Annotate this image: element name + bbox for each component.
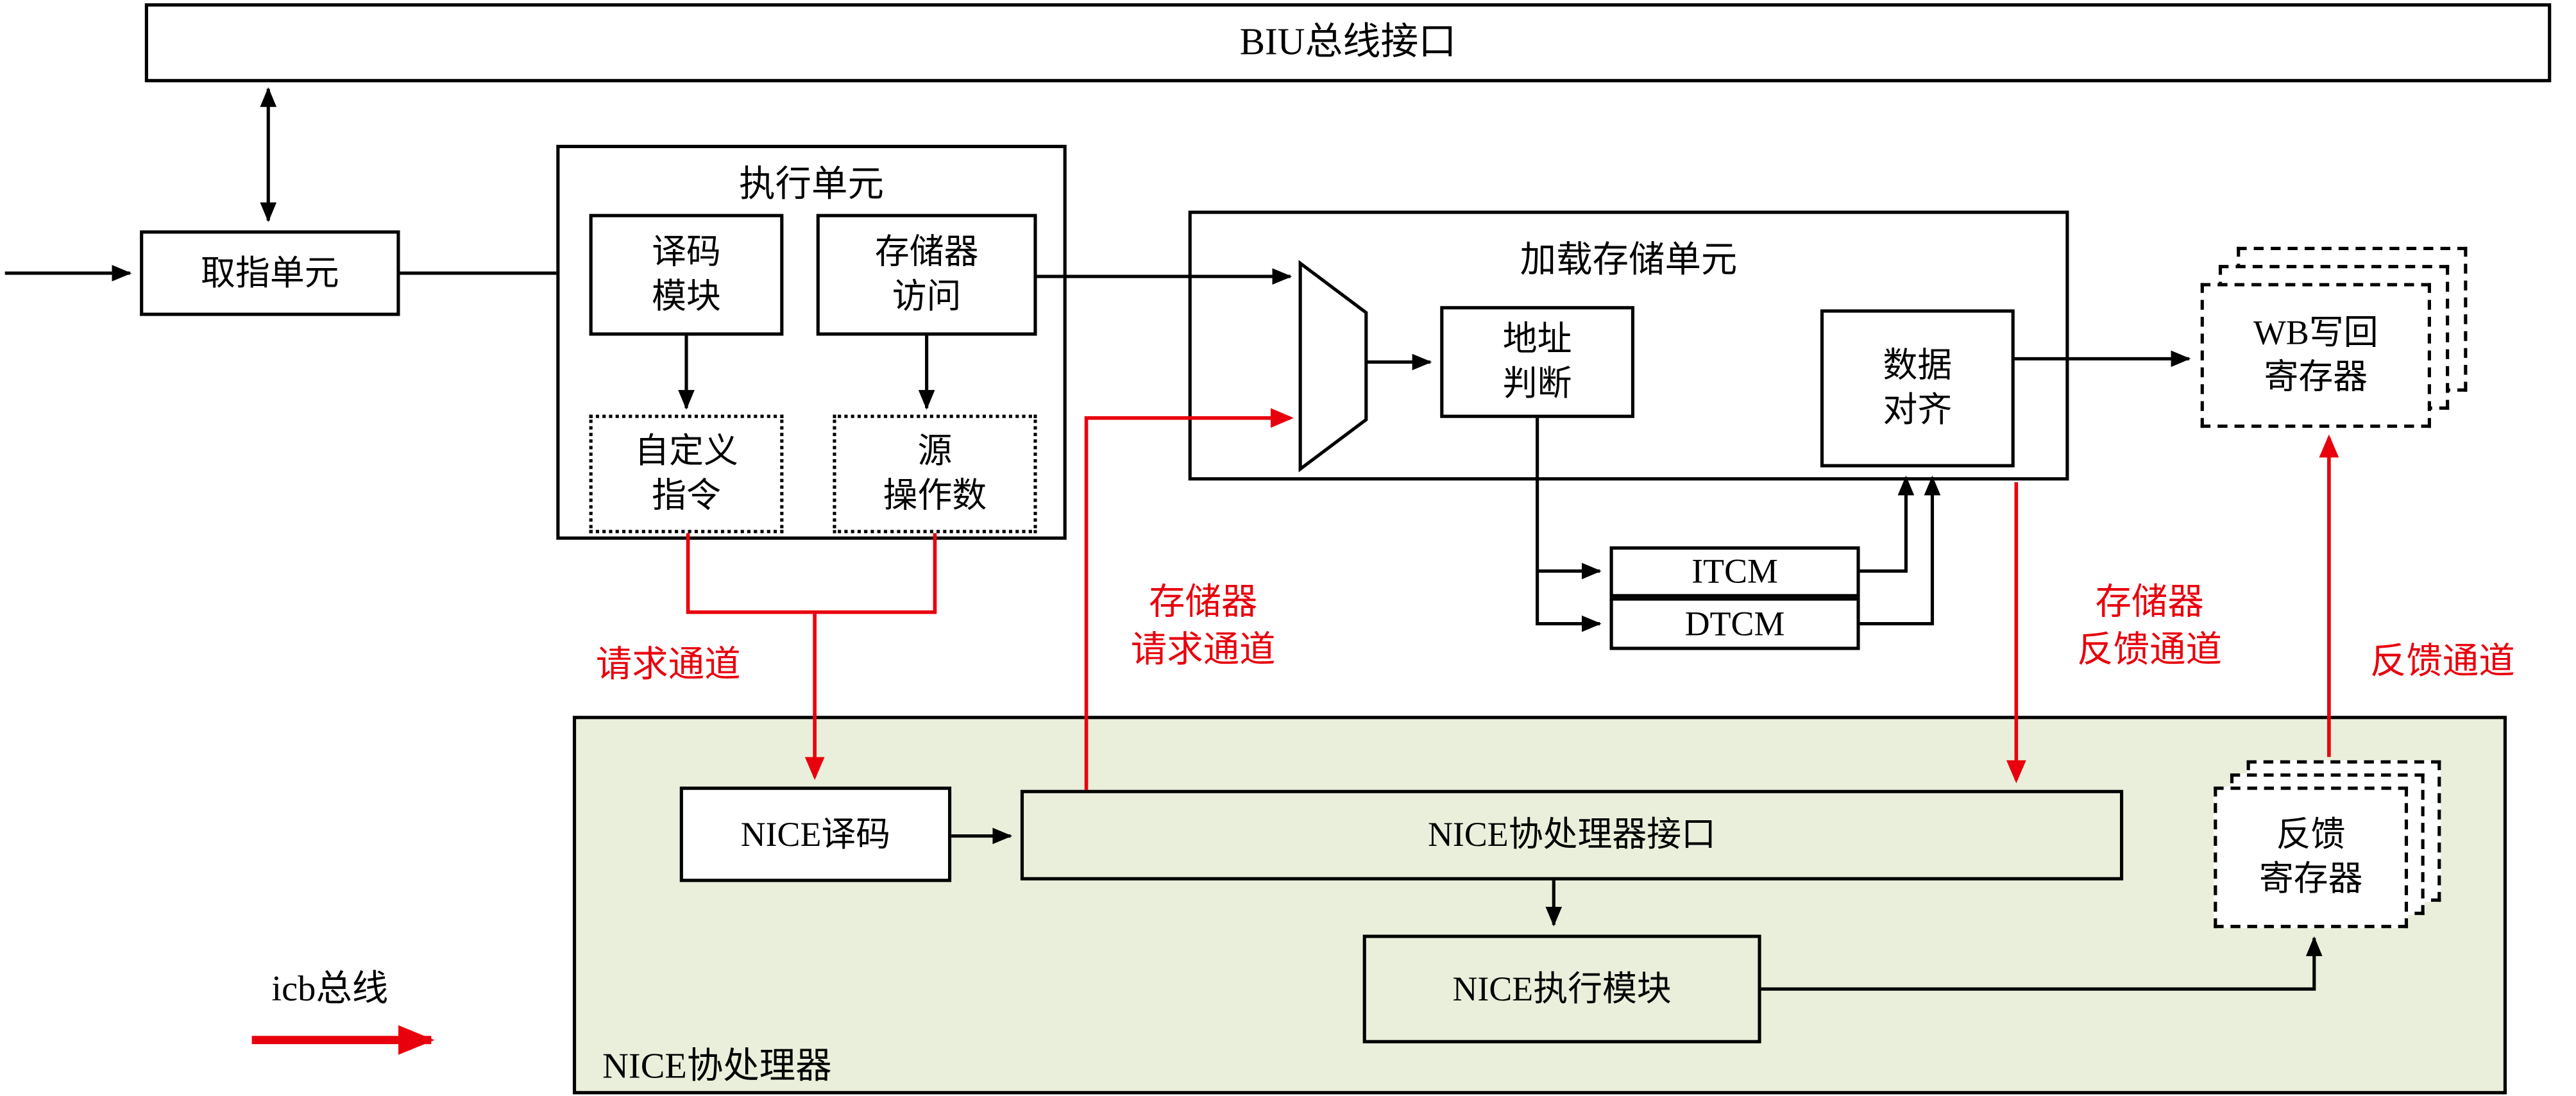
fetch-unit-box: 取指单元	[140, 230, 400, 316]
custom-instruction-box: 自定义 指令	[589, 414, 784, 534]
nice-decode-box: NICE译码	[679, 786, 952, 882]
decode-module-box: 译码 模块	[589, 214, 784, 336]
itcm-box: ITCM	[1609, 546, 1860, 598]
wb-register-box: WB写回 寄存器	[2200, 283, 2431, 428]
nice-coprocessor-region	[572, 716, 2507, 1095]
data-align-box: 数据 对齐	[1820, 309, 2015, 468]
lsu-title: 加载存储单元	[1520, 239, 1738, 280]
nice-exec-module-box: NICE执行模块	[1362, 934, 1761, 1043]
nice-interface-box: NICE协处理器接口	[1020, 789, 2124, 881]
biu-bus-interface-box: BIU总线接口	[144, 3, 2552, 83]
request-channel-label: 请求通道	[595, 643, 741, 685]
exec-unit-title: 执行单元	[739, 163, 884, 205]
memory-access-box: 存储器 访问	[816, 214, 1037, 336]
feedback-channel-label: 反馈通道	[2370, 640, 2515, 682]
request-channel-collector-wire	[686, 533, 937, 614]
memory-request-channel-label: 存储器 请求通道	[1130, 580, 1276, 670]
nice-coprocessor-title: NICE协处理器	[602, 1045, 832, 1086]
address-judge-box: 地址 判断	[1440, 306, 1635, 418]
dtcm-box: DTCM	[1609, 597, 1860, 650]
source-operand-box: 源 操作数	[833, 414, 1037, 534]
memory-feedback-channel-label: 存储器 反馈通道	[2077, 580, 2223, 670]
itcm-to-data-align-arrow	[1860, 475, 1915, 573]
address-judge-to-dtcm-arrow	[1536, 571, 1602, 632]
icb-bus-legend-label: icb总线	[271, 967, 389, 1009]
dtcm-to-data-align-arrow	[1860, 475, 1941, 626]
feedback-register-box: 反馈 寄存器	[2214, 786, 2409, 929]
